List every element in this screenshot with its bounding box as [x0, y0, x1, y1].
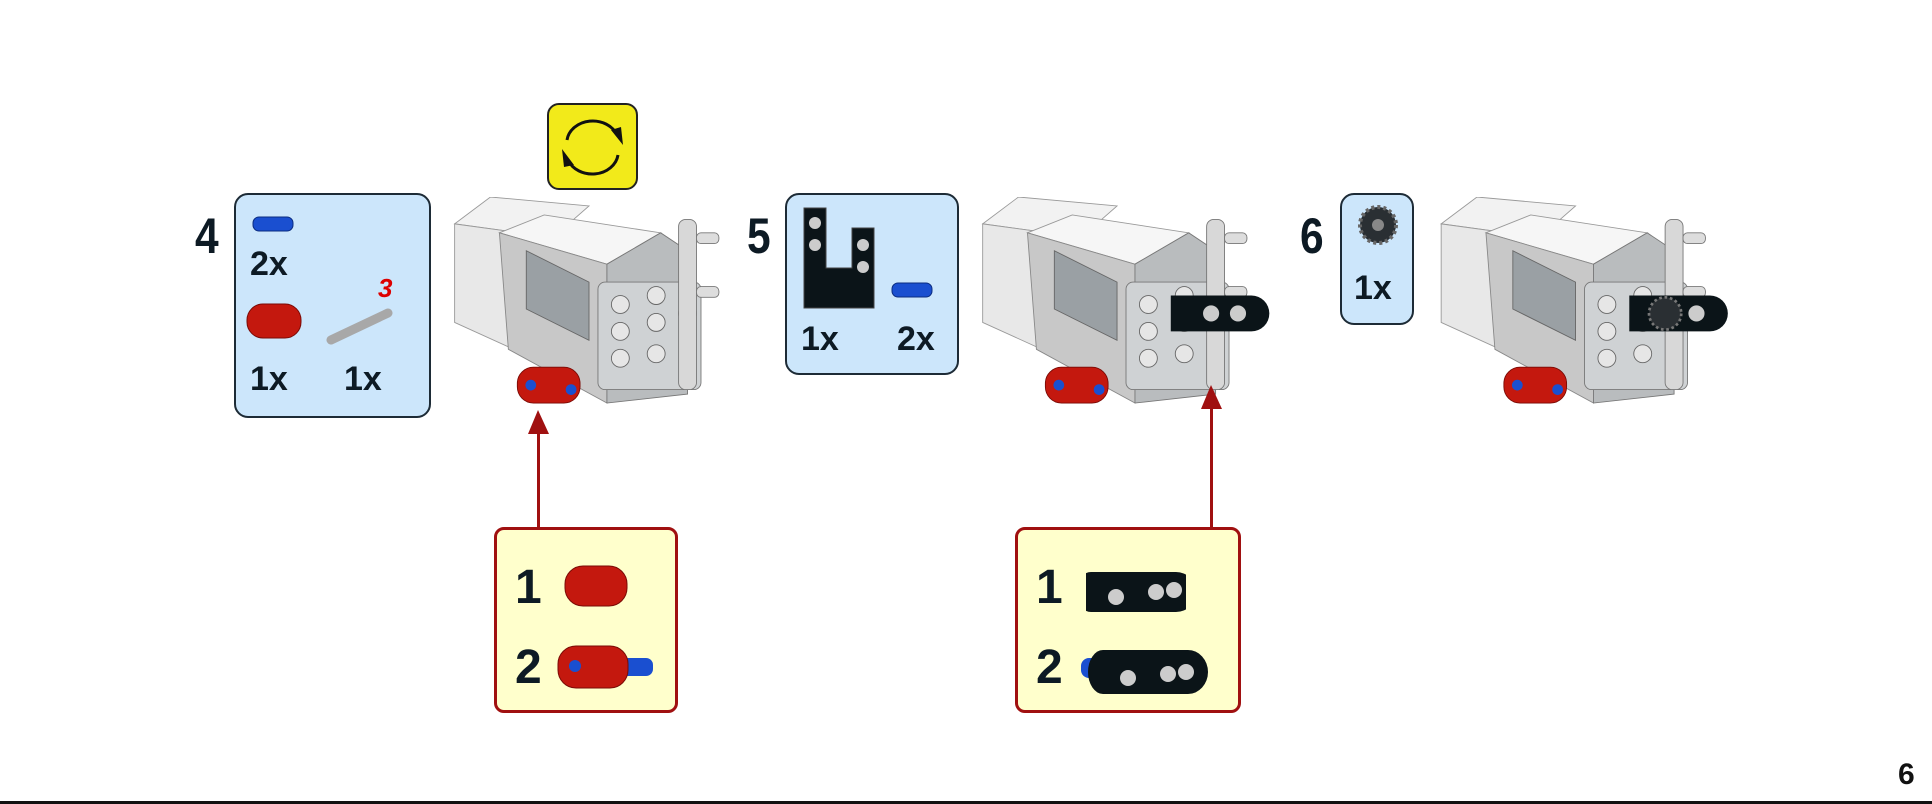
- callout-step-4: 1 2: [494, 527, 678, 713]
- step-number-4: 4: [195, 208, 219, 264]
- step-number-6: 6: [1300, 208, 1324, 264]
- model-step-4: [454, 197, 720, 404]
- substep-number: 1: [1036, 561, 1063, 614]
- pointer-arrowhead-2: [1201, 385, 1222, 409]
- model-step-5: [982, 197, 1270, 404]
- black-beam-with-pins-icon: [1081, 650, 1208, 694]
- rotate-icon-box: [547, 103, 638, 190]
- blue-pin-icon: [252, 216, 294, 232]
- qty-red-connector: 1x: [250, 360, 288, 398]
- qty-grey-axle: 1x: [344, 360, 382, 398]
- callout-step-5: 1 2: [1015, 527, 1241, 713]
- footer-rule: [0, 801, 1932, 804]
- black-beam-icon: [1086, 572, 1186, 612]
- qty-blue-pin: 2x: [250, 245, 288, 283]
- step-number-5: 5: [747, 208, 771, 264]
- parts-list-step-6: 1x: [1340, 193, 1414, 325]
- page-number: 6: [1898, 758, 1915, 791]
- red-connector-icon: [564, 565, 628, 607]
- substep-number: 2: [515, 641, 542, 694]
- parts-list-step-4: 2x 3 1x 1x: [234, 193, 431, 418]
- red-connector-with-pins-icon: [557, 645, 653, 689]
- parts-list-step-5: 1x 2x: [785, 193, 959, 375]
- callout-pointer-2: [1210, 400, 1213, 527]
- pointer-arrowhead-1: [528, 410, 549, 434]
- substep-number: 2: [1036, 641, 1063, 694]
- qty-black-u-beam: 1x: [801, 320, 839, 358]
- axle-length-label: 3: [378, 273, 393, 303]
- black-u-beam-icon: [803, 207, 875, 309]
- model-step-6: [1440, 197, 1728, 404]
- qty-black-gear: 1x: [1354, 269, 1392, 307]
- substep-number: 1: [515, 561, 542, 614]
- blue-pin-icon: [891, 282, 933, 298]
- black-gear-icon: [1358, 205, 1398, 245]
- rotate-arrows-icon: [562, 119, 623, 176]
- grey-axle-icon: [326, 308, 393, 345]
- red-connector-icon: [246, 303, 302, 339]
- callout-pointer-1: [537, 425, 540, 527]
- qty-blue-pin: 2x: [897, 320, 935, 358]
